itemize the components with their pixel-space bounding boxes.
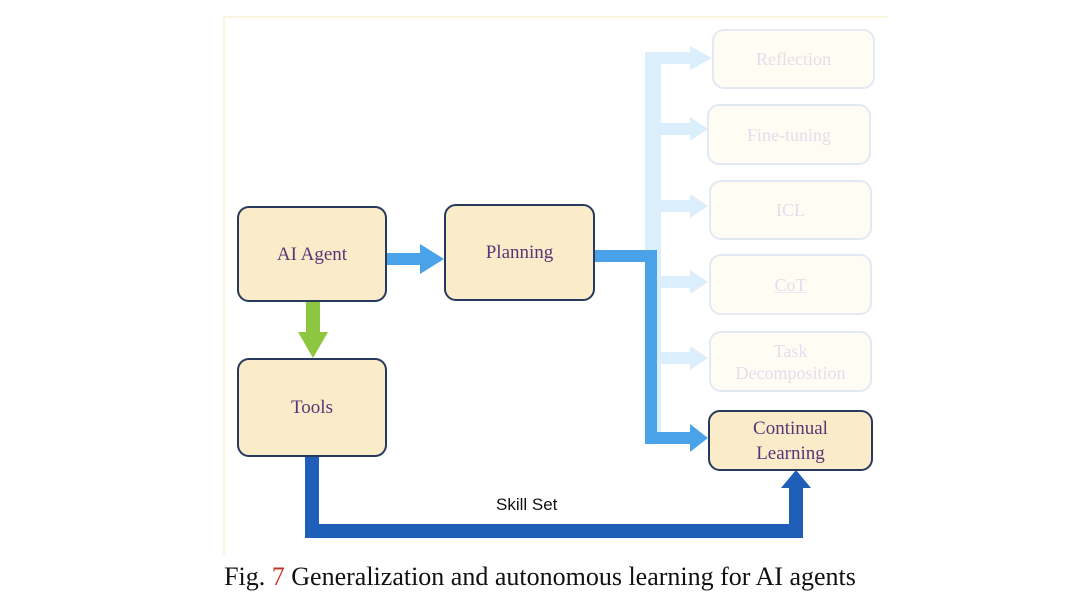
- skill-set-text: Skill Set: [496, 495, 558, 514]
- node-cot-label: CoT: [774, 274, 807, 295]
- node-tools: Tools: [237, 358, 387, 457]
- node-cot: CoT: [709, 254, 872, 315]
- node-planning: Planning: [444, 204, 595, 301]
- arrow-tools-to-continual-learning: [305, 456, 811, 538]
- node-reflection: Reflection: [712, 29, 875, 89]
- caption-text: Generalization and autonomous learning f…: [291, 562, 856, 591]
- arrow-agent-to-planning: [386, 244, 444, 274]
- node-ai-agent-label: AI Agent: [276, 243, 348, 265]
- node-continual-learning-label: Continual Learning: [753, 417, 828, 464]
- node-ai-agent: AI Agent: [237, 206, 387, 302]
- node-planning-label: Planning: [485, 242, 554, 263]
- arrow-agent-to-tools: [298, 301, 328, 358]
- node-task-decomposition-label: Task Decomposition: [735, 340, 846, 383]
- node-task-decomposition: Task Decomposition: [709, 331, 872, 392]
- node-continual-learning: Continual Learning: [708, 410, 873, 471]
- figure-caption: Fig. 7 Generalization and autonomous lea…: [0, 562, 1080, 592]
- node-tools-label: Tools: [291, 397, 333, 418]
- node-fine-tuning-label: Fine-tuning: [747, 124, 831, 145]
- edge-label-skill-set: Skill Set: [496, 495, 557, 515]
- node-icl-label: ICL: [776, 200, 805, 220]
- caption-number: 7: [271, 562, 285, 591]
- caption-prefix: Fig.: [224, 562, 266, 591]
- arrow-planning-to-continual-learning: [593, 250, 708, 452]
- node-reflection-label: Reflection: [756, 49, 831, 69]
- node-icl: ICL: [709, 180, 872, 240]
- node-fine-tuning: Fine-tuning: [707, 104, 871, 165]
